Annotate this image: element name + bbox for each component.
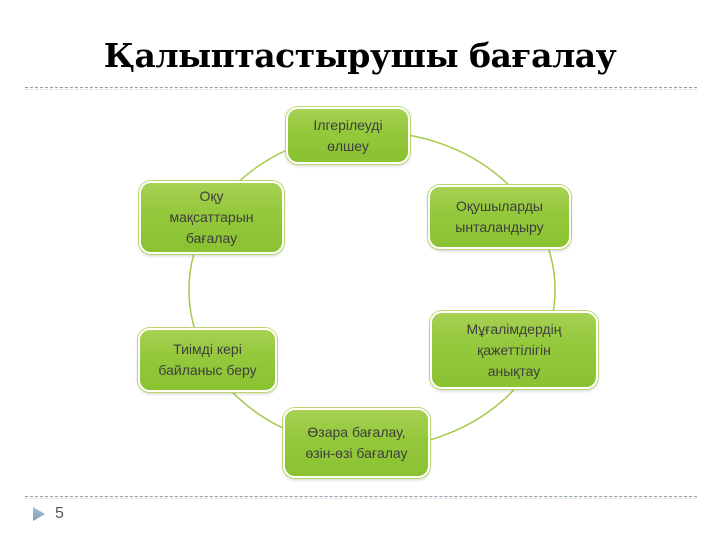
node-label: Оқу мақсаттарын бағалау: [169, 188, 254, 246]
cycle-node-effective-feedback: Тиімді кері байланыс беру: [138, 328, 277, 392]
slide-title: Қалыптастырушы бағалау: [103, 36, 617, 75]
page-number: 5: [55, 505, 64, 522]
node-label: Мұғалімдердің қажеттілігін анықтау: [466, 320, 562, 379]
title-divider: [25, 87, 697, 91]
node-label: Тиімді кері байланыс беру: [158, 341, 257, 378]
footer-divider: [25, 496, 697, 500]
node-label: Ілгерілеуді өлшеу: [313, 116, 383, 154]
cycle-node-motivate-students: Оқушыларды ынталандыру: [428, 185, 571, 249]
cycle-node-identify-teacher-needs: Мұғалімдердің қажеттілігін анықтау: [430, 311, 598, 389]
slide-number-arrow-icon: [33, 507, 45, 521]
cycle-node-assess-learning-objectives: Оқу мақсаттарын бағалау: [139, 181, 284, 254]
node-label: Оқушыларды ынталандыру: [455, 198, 544, 235]
cycle-node-peer-and-self-assessment: Өзара бағалау, өзін-өзі бағалау: [283, 408, 430, 478]
cycle-node-measure-progress: Ілгерілеуді өлшеу: [286, 107, 410, 164]
node-label: Өзара бағалау, өзін-өзі бағалау: [305, 424, 408, 461]
